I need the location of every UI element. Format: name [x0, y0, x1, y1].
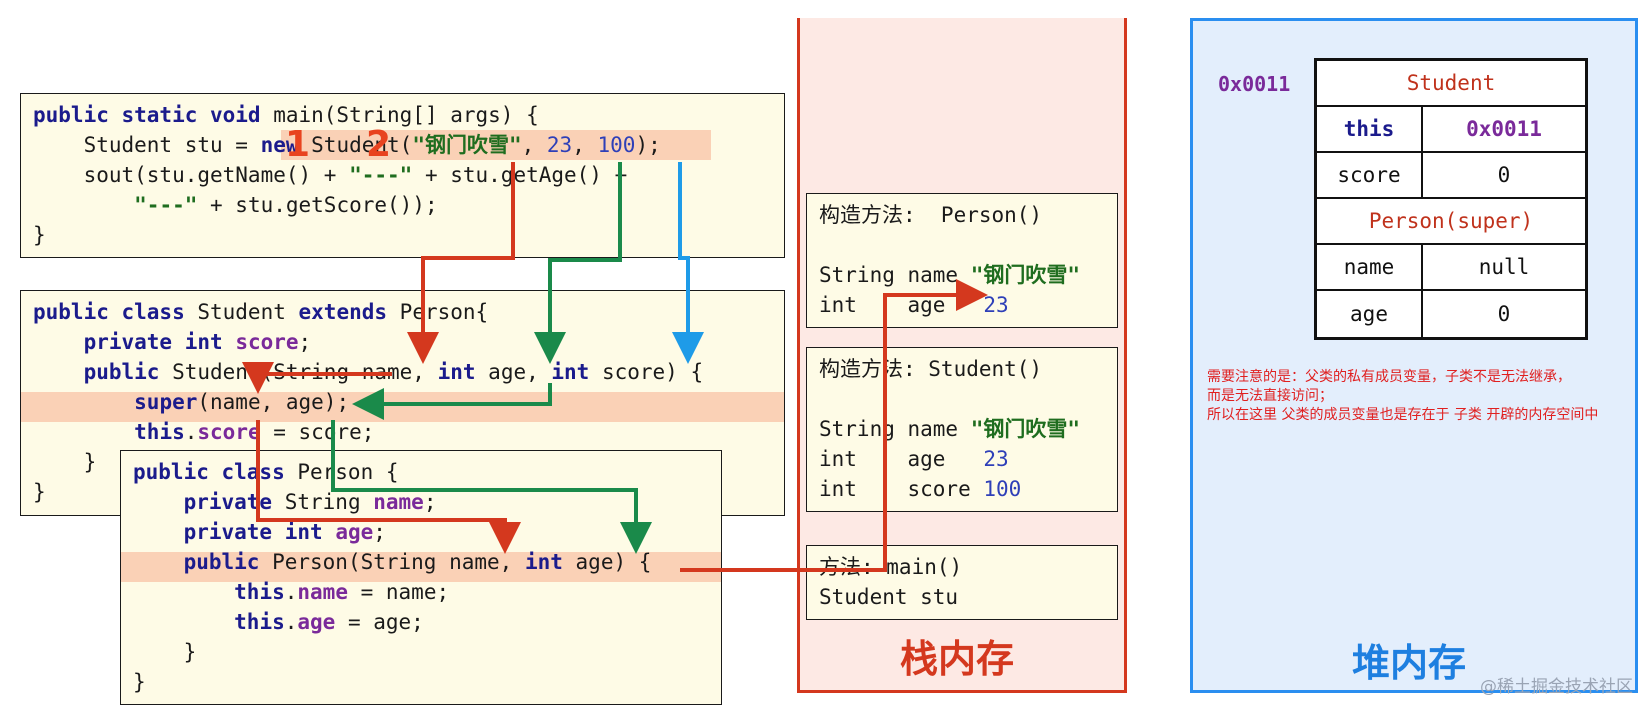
age-label-cell: age [1317, 291, 1423, 337]
code-line: } [133, 670, 146, 694]
this-label-cell: this [1317, 107, 1423, 151]
name-value-cell: null [1478, 255, 1530, 279]
super-section-cell: Person(super) [1368, 209, 1534, 233]
step-marker-1: 1 [285, 124, 311, 165]
code-line: public Student(String name, int age, int… [83, 360, 704, 384]
code-line: } [33, 450, 97, 474]
code-line: public class Person { [133, 460, 399, 484]
heap-memory-label: 堆内存 [1352, 641, 1467, 685]
object-row: Person(super) [1317, 199, 1585, 245]
name-label-cell: name [1317, 245, 1423, 289]
code-line: this.age = age; [234, 610, 424, 634]
code-line: private int age; [183, 520, 386, 544]
object-row: this 0x0011 [1317, 107, 1585, 153]
code-line: public class Student extends Person{ [33, 300, 489, 324]
code-line: Student stu = new Student("钢门吹雪", 23, 10… [33, 133, 661, 157]
code-line: sout(stu.getName() + "---" + stu.getAge(… [33, 163, 628, 187]
object-row: Student [1317, 61, 1585, 107]
code-line: this.score = score; [134, 420, 375, 444]
score-value-cell: 0 [1497, 163, 1511, 187]
code-line: public Person(String name, int age) { [183, 550, 652, 574]
main-method-frame: 方法: main() Student stu [806, 545, 1118, 620]
code-line: public static void main(String[] args) { [33, 103, 539, 127]
stack-memory-label: 栈内存 [900, 637, 1015, 681]
step-marker-2: 2 [366, 124, 392, 165]
code-line: } [133, 640, 197, 664]
main-method-code-block: public static void main(String[] args) {… [20, 93, 785, 258]
object-address-label: 0x0011 [1218, 72, 1291, 96]
frame-row: Student stu [819, 585, 959, 609]
code-line: super(name, age); [134, 390, 350, 414]
person-class-code-block: public class Person { private String nam… [120, 450, 722, 705]
student-constructor-frame: 构造方法: Student() String name "钢门吹雪" int a… [806, 347, 1118, 512]
class-name-cell: Student [1406, 71, 1496, 95]
frame-row: int age 23 [819, 447, 1009, 471]
frame-row: int score 100 [819, 477, 1022, 501]
code-line: } [33, 480, 46, 504]
code-line: private String name; [183, 490, 437, 514]
frame-row: int age 23 [819, 293, 1009, 317]
object-row: score 0 [1317, 153, 1585, 199]
this-value-cell: 0x0011 [1466, 117, 1542, 141]
frame-title: 方法: main() [819, 555, 963, 579]
code-line: this.name = name; [234, 580, 450, 604]
person-constructor-frame: 构造方法: Person() String name "钢门吹雪" int ag… [806, 193, 1118, 328]
age-value-cell: 0 [1497, 302, 1511, 326]
person-constructor-highlight [121, 552, 721, 582]
object-row: name null [1317, 245, 1585, 291]
frame-row: String name "钢门吹雪" [819, 263, 1081, 287]
code-line: private int score; [83, 330, 312, 354]
watermark: @稀土掘金技术社区 [1480, 677, 1633, 697]
code-line: "---" + stu.getScore()); [134, 193, 438, 217]
frame-title: 构造方法: Person() [819, 203, 1043, 227]
frame-title: 构造方法: Student() [819, 357, 1043, 381]
object-row: age 0 [1317, 291, 1585, 337]
score-label-cell: score [1317, 153, 1423, 197]
new-expression-highlight [281, 130, 711, 160]
frame-row: String name "钢门吹雪" [819, 417, 1081, 441]
inheritance-note: 需要注意的是：父类的私有成员变量，子类不是无法继承， 而是无法直接访问； 所以在… [1207, 369, 1599, 423]
code-line: } [33, 223, 46, 247]
